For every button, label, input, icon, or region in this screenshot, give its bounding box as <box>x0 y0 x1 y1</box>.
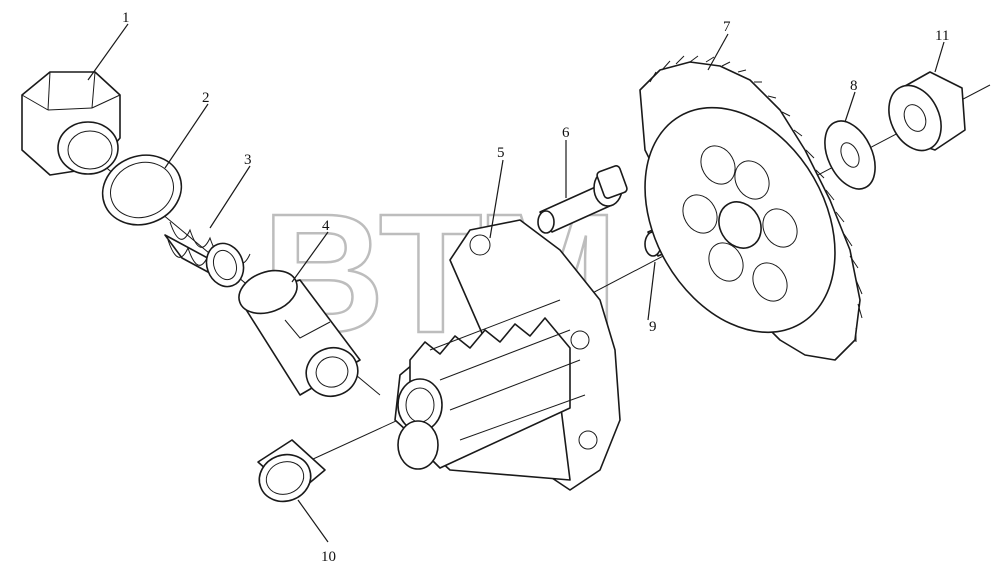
part-11-flange-nut <box>888 71 966 152</box>
callout-5: 5 <box>497 145 505 161</box>
part-10-bushing <box>257 439 326 503</box>
part-8-washer <box>824 120 876 190</box>
callout-9: 9 <box>649 319 657 335</box>
callout-8: 8 <box>850 78 858 94</box>
part-4-valve-sleeve <box>238 269 361 398</box>
callout-11: 11 <box>935 28 949 44</box>
part-3-spring <box>164 221 251 288</box>
part-7-drive-gear <box>639 55 863 361</box>
callout-4: 4 <box>322 218 330 234</box>
callout-10: 10 <box>321 549 336 565</box>
part-5-pump-body <box>394 219 621 491</box>
callout-7: 7 <box>723 19 731 35</box>
callout-2: 2 <box>202 90 210 106</box>
leader-lines <box>87 23 945 543</box>
callout-3: 3 <box>244 152 252 168</box>
callout-labels: 1 2 3 4 5 6 7 8 9 10 11 <box>122 10 949 565</box>
callout-6: 6 <box>562 125 570 141</box>
part-2-sealing-washer <box>101 154 183 226</box>
callout-1: 1 <box>122 10 130 26</box>
part-6-bolt <box>537 165 628 234</box>
part-1-hex-plug <box>21 71 121 176</box>
